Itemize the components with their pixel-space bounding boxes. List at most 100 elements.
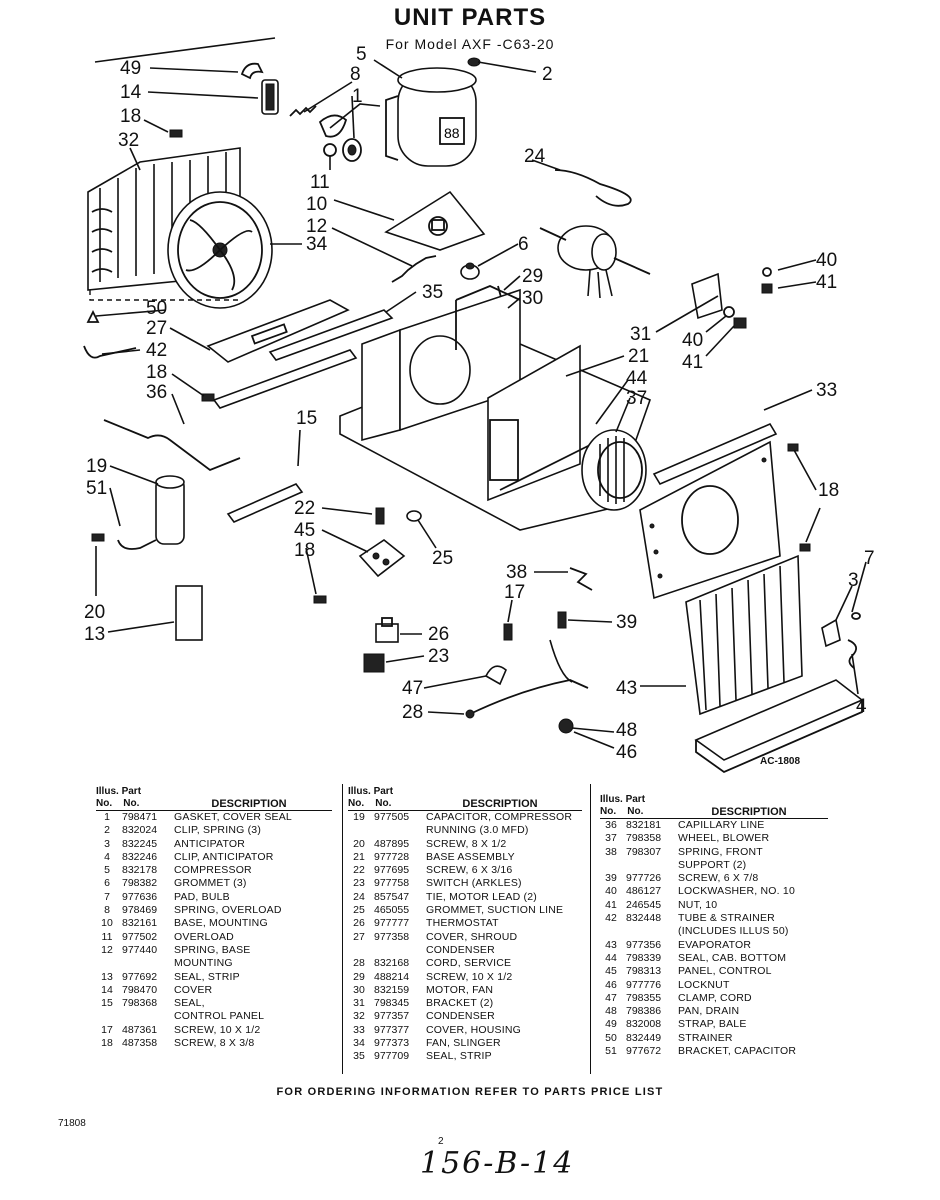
column-divider bbox=[342, 784, 343, 1074]
illus-number: 30 bbox=[353, 983, 365, 996]
illus-number: 41 bbox=[605, 898, 617, 911]
description: COVER bbox=[174, 983, 213, 996]
header-illus-part: Illus. Part No. No. bbox=[600, 794, 646, 817]
part-number: 487358 bbox=[122, 1037, 158, 1050]
illus-number: 35 bbox=[353, 1050, 365, 1063]
callout: 17 bbox=[504, 582, 525, 603]
table-row: RUNNING (3.0 MFD) bbox=[348, 824, 582, 837]
description: ANTICIPATOR bbox=[174, 837, 246, 850]
description: STRAINER bbox=[678, 1031, 733, 1044]
illus-number: 4 bbox=[104, 850, 110, 863]
description: CORD, SERVICE bbox=[426, 957, 512, 970]
model-subtitle: For Model AXF -C63-20 bbox=[385, 36, 555, 52]
illus-number: 49 bbox=[605, 1018, 617, 1031]
description: SCREW, 6 x 3/16 bbox=[426, 864, 513, 877]
part-number: 977709 bbox=[374, 1050, 410, 1063]
description: WHEEL, BLOWER bbox=[678, 832, 770, 845]
description: LOCKWASHER, NO. 10 bbox=[678, 885, 795, 898]
illus-number: 20 bbox=[353, 837, 365, 850]
description: SPRING, BASE bbox=[174, 943, 251, 956]
part-number: 798368 bbox=[122, 997, 158, 1010]
illus-number: 14 bbox=[101, 983, 113, 996]
illus-number bbox=[348, 824, 370, 837]
description: BRACKET (2) bbox=[426, 997, 494, 1010]
callout: 15 bbox=[296, 408, 317, 429]
part-number: 832448 bbox=[626, 912, 662, 925]
housing-cover-drawing bbox=[639, 422, 781, 600]
description: SPRING, FRONT bbox=[678, 845, 763, 858]
description: CLAMP, CORD bbox=[678, 991, 752, 1004]
part-number: 977356 bbox=[626, 938, 662, 951]
illus-number: 28 bbox=[353, 957, 365, 970]
description: THERMOSTAT bbox=[426, 917, 499, 930]
callout: 34 bbox=[306, 234, 328, 255]
illus-number: 10 bbox=[101, 917, 113, 930]
description: MOUNTING bbox=[174, 957, 233, 970]
part-number: 798313 bbox=[626, 965, 662, 978]
capacitor-drawing bbox=[117, 475, 185, 550]
part-number: 465055 bbox=[374, 904, 410, 917]
exploded-parts-diagram: 88 bbox=[83, 37, 875, 774]
description: RUNNING (3.0 MFD) bbox=[426, 824, 529, 837]
part-number: 798345 bbox=[374, 997, 410, 1010]
table-row: CONTROL PANEL bbox=[96, 1010, 332, 1023]
callout: 41 bbox=[816, 272, 837, 293]
callout: 23 bbox=[428, 646, 449, 667]
description: EVAPORATOR bbox=[678, 938, 752, 951]
part-number: 832008 bbox=[626, 1018, 662, 1031]
illus-number: 50 bbox=[605, 1031, 617, 1044]
drain-pan-drawing bbox=[694, 679, 864, 774]
callout: 49 bbox=[120, 58, 141, 79]
description: TIE, MOTOR LEAD (2) bbox=[426, 890, 537, 903]
callout: 36 bbox=[146, 382, 167, 403]
description: CONTROL PANEL bbox=[174, 1010, 265, 1023]
callout: 30 bbox=[522, 288, 543, 309]
part-number bbox=[118, 1010, 174, 1023]
callout: 40 bbox=[816, 250, 837, 271]
part-number: 798382 bbox=[122, 877, 158, 890]
callout: 25 bbox=[432, 548, 453, 569]
document-code: 71808 bbox=[58, 1118, 86, 1129]
description: COVER, SHROUD bbox=[426, 930, 518, 943]
description: CAPILLARY LINE bbox=[678, 819, 765, 831]
illus-number: 21 bbox=[353, 850, 365, 863]
illus-number: 11 bbox=[101, 930, 113, 943]
part-number: 977377 bbox=[374, 1023, 410, 1036]
illus-number bbox=[600, 925, 622, 938]
part-number: 977695 bbox=[374, 864, 410, 877]
header-description: DESCRIPTION bbox=[711, 806, 787, 818]
illus-number bbox=[96, 1010, 118, 1023]
callout: 14 bbox=[120, 82, 142, 103]
page-number: 2 bbox=[438, 1136, 444, 1147]
evaporator-drawing bbox=[685, 554, 803, 716]
callout: 11 bbox=[310, 172, 330, 193]
callout: 5 bbox=[356, 44, 367, 65]
illus-number: 24 bbox=[353, 890, 365, 903]
part-number: 488214 bbox=[374, 970, 410, 983]
illus-number: 7 bbox=[104, 890, 110, 903]
description: GROMMET (3) bbox=[174, 877, 247, 890]
description: COMPRESSOR bbox=[174, 864, 252, 877]
callout: 3 bbox=[848, 570, 859, 591]
description: FAN, SLINGER bbox=[426, 1037, 501, 1050]
callout: 18 bbox=[294, 540, 315, 561]
description: PAN, DRAIN bbox=[678, 1005, 740, 1018]
